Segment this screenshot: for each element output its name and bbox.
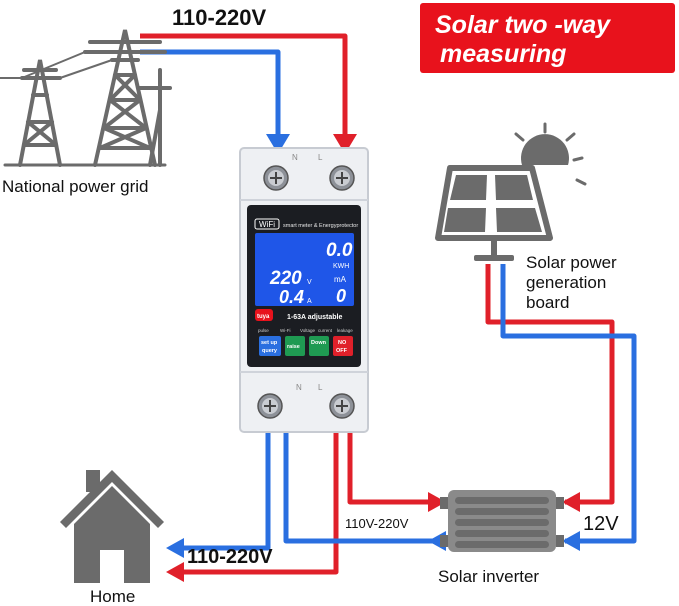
dc-voltage-label: 12V xyxy=(583,513,619,535)
meter-range-text: 1-63A adjustable xyxy=(287,314,342,321)
home-icon xyxy=(60,470,164,583)
top-voltage-label: 110-220V xyxy=(172,5,267,30)
solar-panel-icon xyxy=(435,122,587,261)
top-left-terminal-screw xyxy=(263,165,289,191)
setup-button-line2: query xyxy=(262,348,278,354)
bottom-left-terminal-screw xyxy=(257,393,283,419)
arrow-inverter-live-in xyxy=(428,492,446,512)
btn-label-pulse: pulse xyxy=(258,328,269,333)
lcd-leak-value: 0 xyxy=(336,286,346,306)
home-live-wire xyxy=(180,430,339,575)
tuya-logo-text: tuya xyxy=(257,314,270,320)
lcd-voltage-unit: V xyxy=(307,279,312,286)
solar-board-label-line1: Solar power xyxy=(526,253,617,272)
terminal-top-left-label: N xyxy=(292,153,298,162)
inverter-live-wire xyxy=(347,430,440,505)
inverter-label: Solar inverter xyxy=(438,567,539,586)
wifi-badge xyxy=(254,218,280,230)
solar-board-label-line2: generation xyxy=(526,273,606,292)
lcd-current-value: 0.4 xyxy=(279,287,304,307)
solar-negative-wire xyxy=(500,264,637,544)
btn-label-voltage: Voltage xyxy=(300,328,316,333)
lcd-leak-unit: mA xyxy=(334,275,347,284)
top-right-terminal-screw xyxy=(329,165,355,191)
sun-icon xyxy=(521,134,569,165)
title-banner: Solar two -way measuring xyxy=(420,3,675,73)
arrow-neutral-into-meter xyxy=(266,134,290,154)
off-button[interactable]: NO OFF xyxy=(333,336,353,356)
solar-inverter-icon xyxy=(440,490,564,552)
inverter-voltage-label: 110V-220V xyxy=(345,516,409,531)
arrow-dc-live-in xyxy=(562,492,580,512)
banner-line1: Solar two -way xyxy=(435,11,611,39)
terminal-bottom-right-label: L xyxy=(318,383,323,392)
home-voltage-label: 110-220V xyxy=(187,546,273,568)
terminal-top-right-label: L xyxy=(318,153,323,162)
grid-neutral-wire xyxy=(140,49,281,138)
arrow-home-neutral xyxy=(166,538,184,558)
raise-button-label: raise xyxy=(287,344,300,350)
btn-label-leakage: leakage xyxy=(337,328,353,333)
wifi-badge-text: WiFi xyxy=(259,220,275,229)
inverter-neutral-wire xyxy=(283,430,440,544)
smart-meter: N L N L WiFi smart meter & Energyprotect… xyxy=(239,147,369,433)
raise-button[interactable]: raise xyxy=(285,336,305,356)
home-label: Home xyxy=(90,587,135,606)
btn-label-current: current xyxy=(318,328,333,333)
solar-board-label-line3: board xyxy=(526,293,569,312)
off-button-line1: NO xyxy=(338,340,347,346)
setup-query-button[interactable]: set up query xyxy=(259,336,281,356)
grid-live-wire xyxy=(140,33,348,138)
power-pylon-icon xyxy=(0,29,172,167)
arrow-dc-neutral-in xyxy=(562,531,580,551)
lcd-voltage-value: 220 xyxy=(269,268,302,289)
banner-line2: measuring xyxy=(440,40,566,68)
arrow-home-live xyxy=(166,562,184,582)
bottom-right-terminal-screw xyxy=(329,393,355,419)
terminal-bottom-left-label: N xyxy=(296,383,302,392)
setup-button-line1: set up xyxy=(261,340,278,346)
off-button-line2: OFF xyxy=(336,348,348,354)
btn-label-wifi: Wi-Fi xyxy=(280,328,291,333)
lcd-energy-value: 0.0 xyxy=(326,240,353,261)
arrow-live-into-meter xyxy=(333,134,357,154)
lcd-energy-unit: KWH xyxy=(333,263,349,270)
button-label-row: pulse Wi-Fi Voltage current leakage xyxy=(258,328,353,333)
tuya-logo-badge xyxy=(255,309,273,321)
wires xyxy=(140,33,637,575)
meter-brand-title: smart meter & Energyprotector xyxy=(283,223,358,229)
down-button-label: Down xyxy=(311,340,327,346)
down-button[interactable]: Down xyxy=(309,336,329,356)
lcd-current-unit: A xyxy=(307,298,312,305)
national-grid-label: National power grid xyxy=(2,177,148,196)
solar-positive-wire xyxy=(485,264,615,505)
lcd-screen xyxy=(255,233,354,306)
home-neutral-wire xyxy=(180,430,271,551)
banner-background xyxy=(420,3,675,73)
